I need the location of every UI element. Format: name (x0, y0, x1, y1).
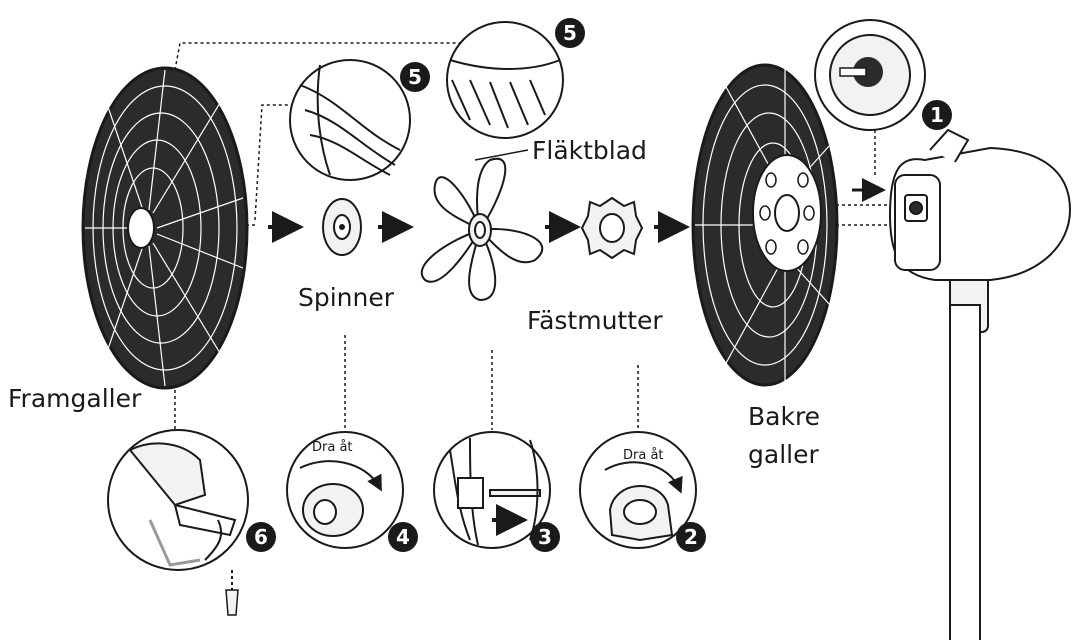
fan-blade (420, 157, 544, 302)
step-badge-2: 2 (676, 522, 706, 552)
label-tighten-nut: Dra åt (623, 448, 664, 463)
label-front-grille: Framgaller (8, 384, 142, 413)
label-fixing-nut: Fästmutter (527, 306, 663, 335)
rear-grille (691, 63, 839, 387)
label-rear-grille-line1: Bakre (748, 402, 821, 431)
detail-grille-edge-left (289, 59, 411, 181)
leader-lines (174, 42, 890, 430)
step-badge-6: 6 (246, 522, 276, 552)
step-badge-1: 1 (922, 100, 952, 130)
label-fan-blade: Fläktblad (532, 136, 647, 165)
step-badge-5-right: 5 (555, 18, 585, 48)
detail-nut-tighten (579, 431, 697, 549)
label-spinner: Spinner (298, 283, 395, 312)
blade-pointer-line (474, 149, 529, 161)
fixing-nut (580, 196, 644, 260)
fan-motor-and-stand (888, 128, 1072, 640)
step-badge-4: 4 (388, 522, 418, 552)
spinner (322, 198, 362, 256)
detail-spinner-tighten (286, 431, 404, 549)
detail-motor-hub (814, 19, 926, 131)
label-rear-grille-line2: galler (748, 440, 819, 469)
front-grille (81, 66, 249, 390)
detail-clip-screw (107, 429, 249, 616)
detail-grille-edge-right (446, 21, 564, 139)
step-badge-3: 3 (530, 522, 560, 552)
detail-blade-slide (433, 431, 551, 549)
step-badge-5-left: 5 (400, 62, 430, 92)
label-tighten-spinner: Dra åt (312, 440, 353, 455)
